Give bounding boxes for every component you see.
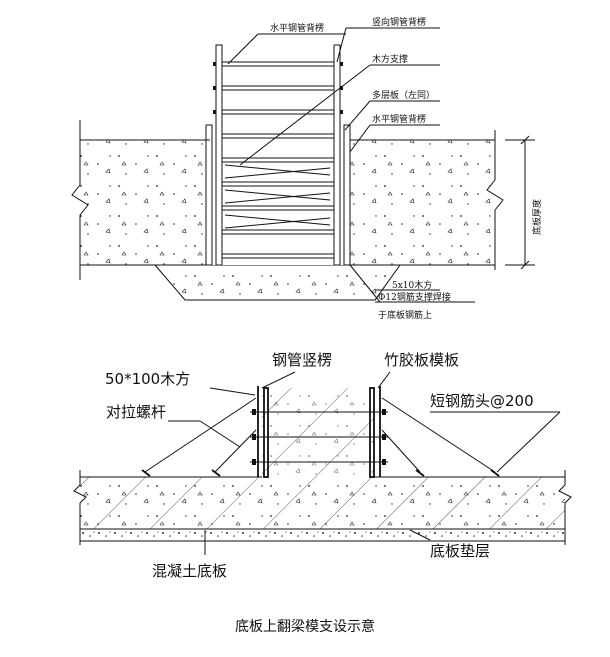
tie-nuts [252,409,386,465]
label-timber-5x10: 5x10木方 [392,279,432,291]
label-slab-thickness: 底板厚度 [531,199,543,235]
label-tie-bolt: 对拉螺杆 [106,403,166,421]
slab-left [80,140,210,265]
label-timber-brace: 木方支撑 [372,53,408,65]
label-bamboo-plywood: 竹胶板模板 [384,351,459,369]
label-plywood: 多层板（左同） [372,89,435,101]
slab-right [350,140,495,265]
label-horizontal-pipe-top: 水平钢管背楞 [270,22,324,34]
cushion-layer [80,529,565,541]
horizontal-rails [221,61,335,259]
caption: 底板上翻梁模支设示意 [235,618,375,635]
label-horizontal-pipe-right: 水平钢管背楞 [372,113,426,125]
label-concrete-slab: 混凝土底板 [152,562,227,580]
bottom-section-view: 50*100木方 钢管竖楞 竹胶板模板 对拉螺杆 短钢筋头@200 混凝土底板 … [73,351,572,580]
label-short-rebar: 短钢筋头@200 [430,392,534,410]
top-section-view: 水平钢管背楞 竖向钢管背楞 木方支撑 多层板（左同） 水平钢管背楞 底板厚度 5… [71,16,543,321]
pipe-clamps [213,62,343,114]
label-rebar-cut: 于底板钢筋上 [378,309,432,321]
beam-bottom [153,264,401,301]
label-timber-50x100: 50*100木方 [105,370,190,388]
label-vertical-pipe: 竖向钢管背楞 [372,16,426,28]
label-rebar-weld: Φ12钢筋支撑焊接 [378,291,451,303]
label-steel-pipe-vertical: 钢管竖楞 [272,351,332,369]
label-slab-cushion: 底板垫层 [430,542,490,560]
